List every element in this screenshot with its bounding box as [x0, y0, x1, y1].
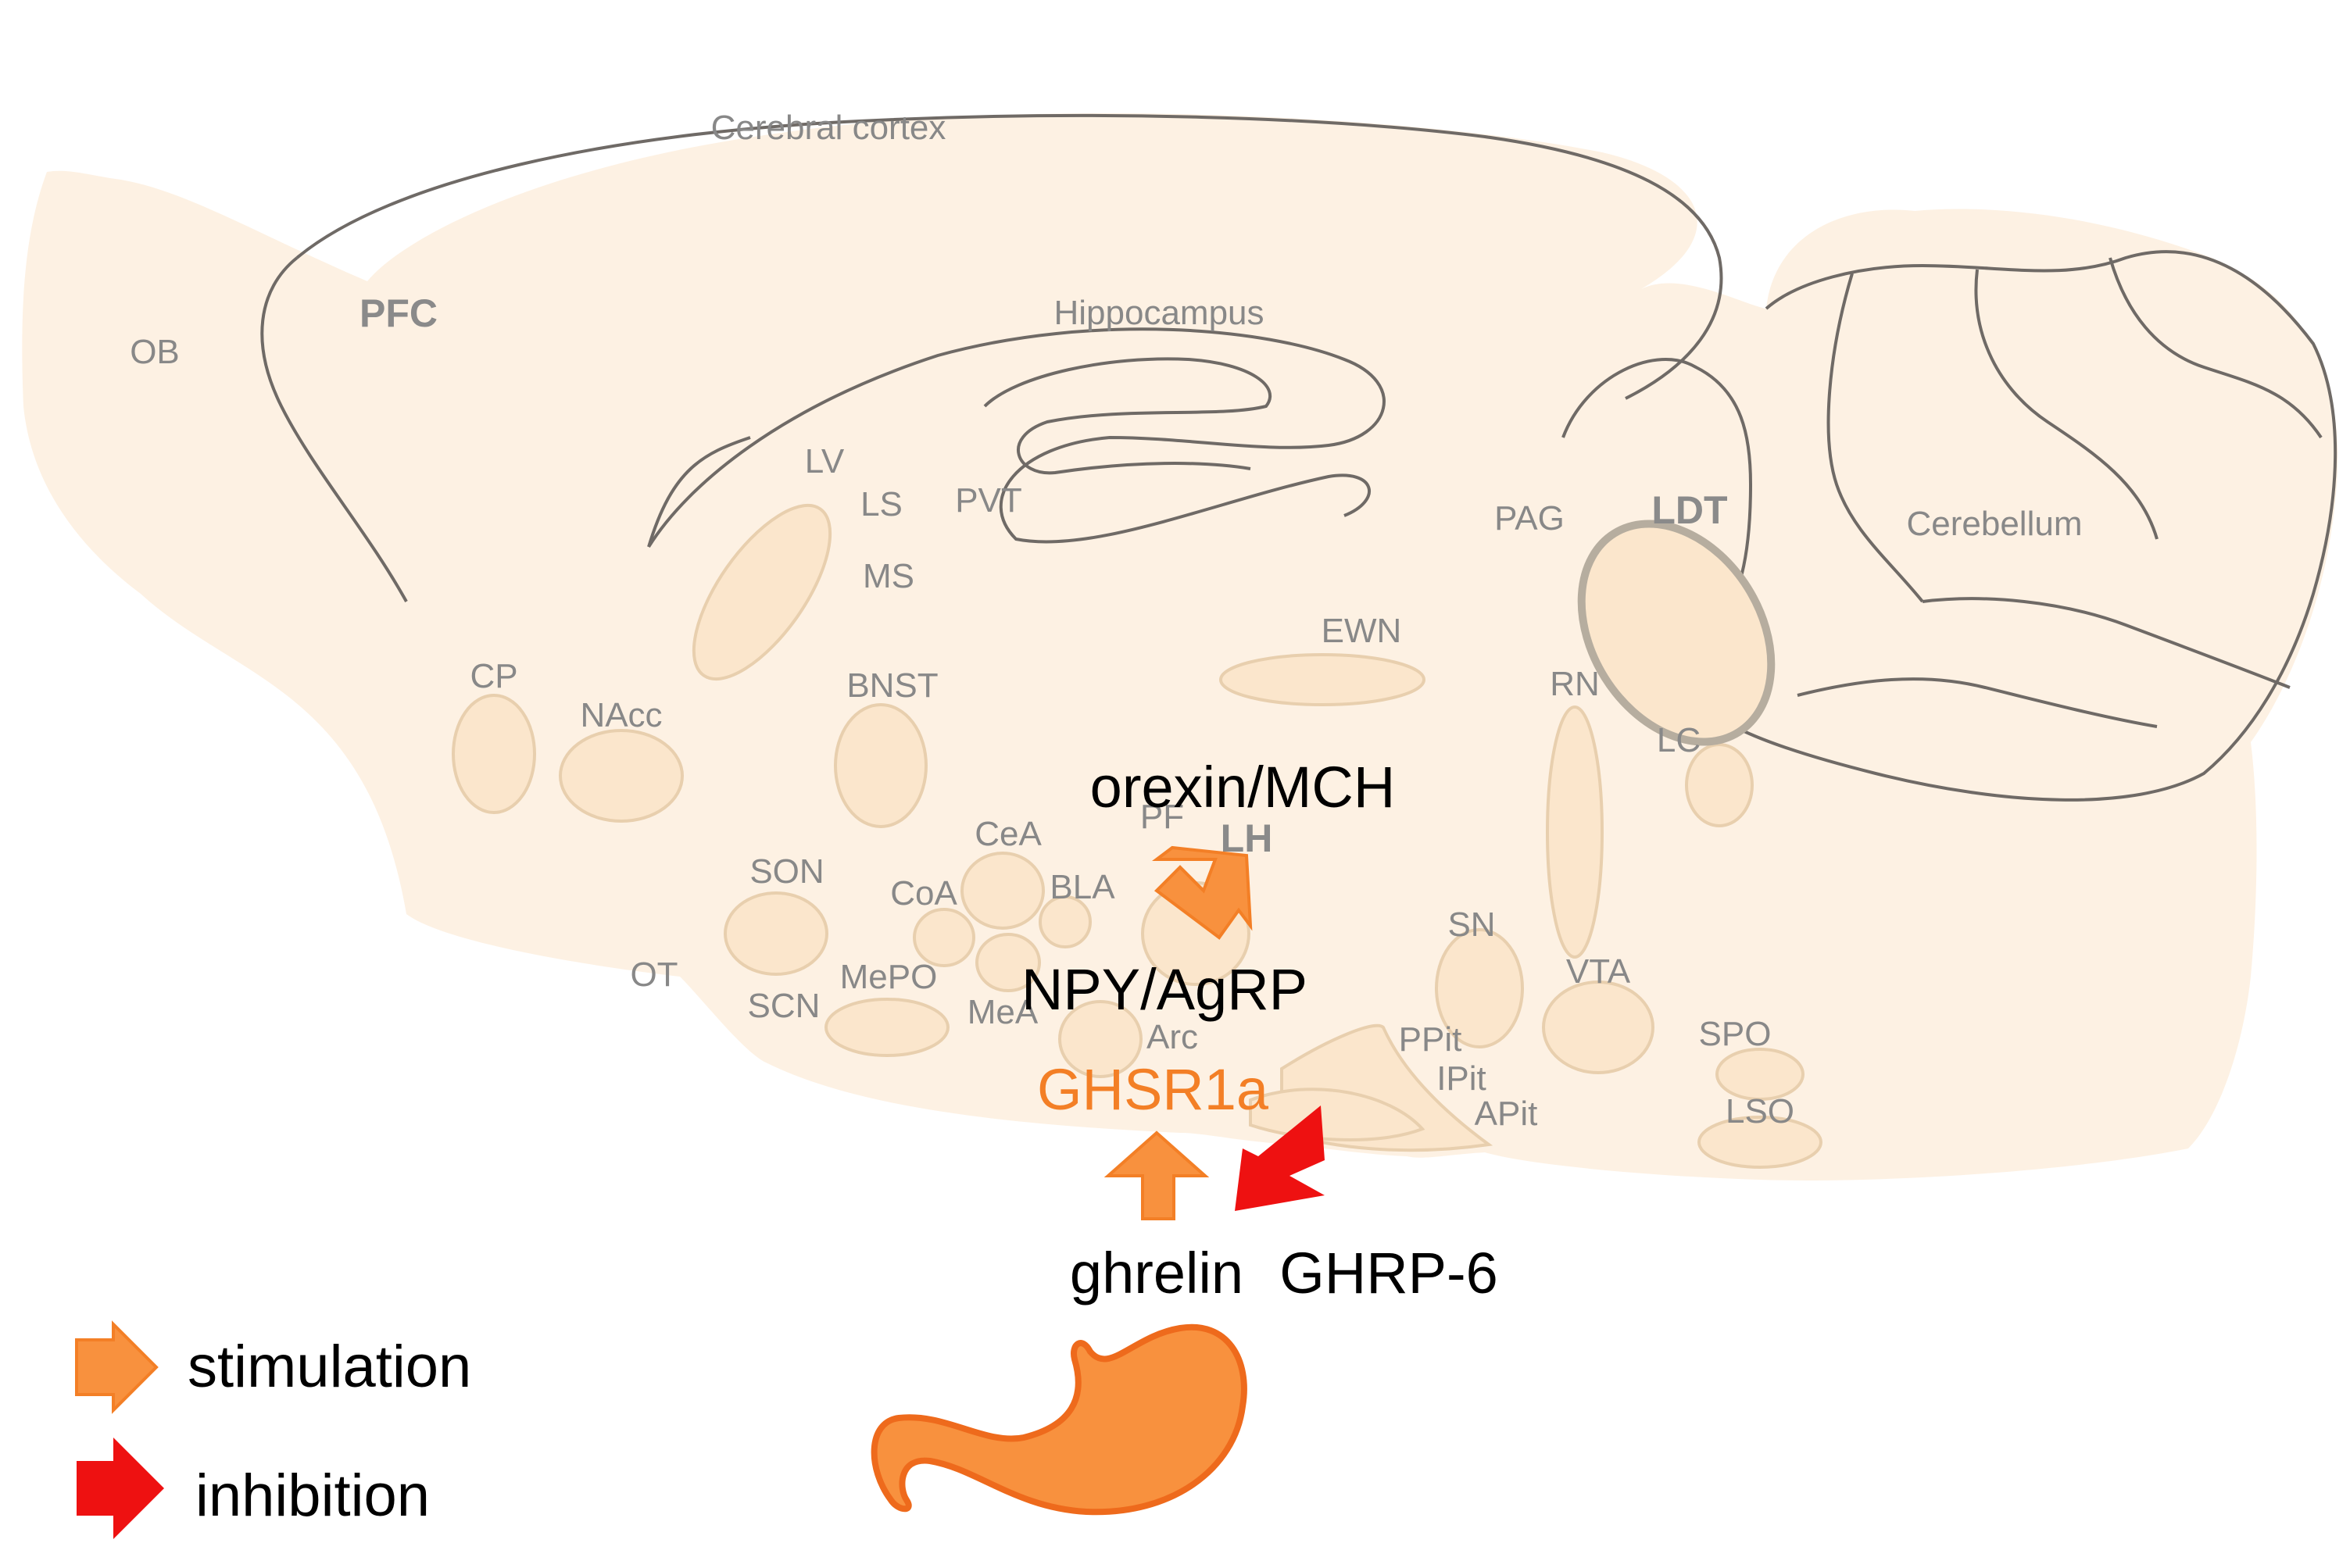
- nucleus-sn: [1435, 928, 1524, 1048]
- nucleus-arc: [1058, 1000, 1143, 1078]
- stomach-icon: [871, 1323, 1247, 1516]
- arrow-stimulation-ghrelin: [1103, 1130, 1210, 1220]
- label-cerebellum: Cerebellum: [1907, 505, 2083, 543]
- cerebellum-fold-4: [1922, 597, 2291, 689]
- legend: stimulation inhibition: [75, 1320, 471, 1539]
- label-lc: LC: [1657, 721, 1701, 759]
- label-apit: APit: [1475, 1095, 1538, 1133]
- arrow-inhibition-ghrp6: [1235, 1105, 1325, 1211]
- label-cea: CeA: [975, 815, 1042, 853]
- brain-outline: [22, 113, 2338, 1180]
- label-ppit: PPit: [1399, 1020, 1462, 1059]
- label-ipit: IPit: [1436, 1059, 1486, 1098]
- cerebellum-outline: [1702, 250, 2337, 802]
- legend-inhibition-label: inhibition: [195, 1463, 430, 1529]
- label-ob: OB: [130, 333, 180, 371]
- nucleus-lso: [1697, 1116, 1822, 1169]
- nucleus-vta: [1542, 980, 1654, 1074]
- legend-inhibition-icon: [77, 1438, 164, 1539]
- label-son: SON: [749, 852, 824, 891]
- label-pfc: PFC: [359, 291, 438, 335]
- cortex-outline: [295, 113, 1723, 400]
- ob-boundary: [260, 256, 408, 602]
- legend-stimulation-label: stimulation: [188, 1334, 471, 1400]
- label-rn: RN: [1550, 665, 1600, 703]
- label-vta: VTA: [1566, 952, 1631, 991]
- label-nacc: NAcc: [580, 696, 662, 734]
- label-ghsr1a: GHSR1a: [1037, 1057, 1269, 1122]
- callosum-outline: [647, 327, 1386, 548]
- nucleus-cea: [960, 852, 1045, 930]
- nucleus-son: [724, 891, 828, 976]
- label-ghrp6: GHRP-6: [1279, 1241, 1498, 1305]
- label-pag: PAG: [1494, 499, 1565, 538]
- nucleus-rn: [1546, 705, 1604, 959]
- hippocampus-curl: [983, 357, 1272, 475]
- label-hippocampus: Hippocampus: [1053, 294, 1264, 332]
- label-ldt: LDT: [1651, 488, 1727, 532]
- nucleus-cp: [452, 694, 536, 814]
- arrow-stimulation-npy-to-lh: [1152, 845, 1253, 940]
- cerebellum-fold-3: [2109, 257, 2323, 439]
- legend-stimulation-icon: [75, 1320, 159, 1414]
- label-npy-agrp: NPY/AgRP: [1021, 957, 1307, 1022]
- label-mepo: MePO: [840, 958, 938, 996]
- label-pf: PF: [1140, 798, 1184, 836]
- nucleus-mepo: [824, 998, 950, 1057]
- label-pvt: PVT: [955, 481, 1022, 520]
- label-ms: MS: [863, 557, 914, 595]
- label-cp: CP: [470, 657, 517, 695]
- nucleus-bnst: [834, 703, 928, 828]
- label-coa: CoA: [890, 874, 957, 913]
- label-bnst: BNST: [846, 666, 938, 705]
- label-lv: LV: [805, 442, 845, 480]
- nucleus-spo: [1715, 1048, 1805, 1101]
- nucleus-coa: [913, 908, 975, 967]
- label-scn: SCN: [748, 987, 821, 1025]
- cerebellum-fold-2: [1974, 269, 2159, 540]
- label-lso: LSO: [1726, 1092, 1794, 1130]
- nucleus-nacc: [559, 729, 684, 823]
- label-mea: MeA: [968, 993, 1039, 1031]
- label-sn: SN: [1447, 905, 1495, 944]
- cerebellum-fold-1: [1826, 273, 1924, 603]
- label-ghrelin: ghrelin: [1070, 1241, 1243, 1305]
- label-spo: SPO: [1699, 1015, 1772, 1053]
- label-ewn: EWN: [1322, 612, 1402, 650]
- label-bla: BLA: [1050, 868, 1115, 906]
- label-cerebral-cortex: Cerebral cortex: [711, 109, 946, 147]
- pituitary: [1249, 1023, 1493, 1152]
- nucleus-ewn: [1219, 653, 1425, 706]
- label-orexin-mch: orexin/MCH: [1090, 755, 1396, 820]
- label-ot: OT: [630, 955, 678, 994]
- nucleus-ldt: [1577, 520, 1776, 746]
- label-arc: Arc: [1146, 1018, 1198, 1056]
- nuclei: [452, 503, 1822, 1169]
- nucleus-bla: [1039, 895, 1092, 948]
- nucleus-mea: [975, 933, 1041, 992]
- label-ls: LS: [860, 485, 903, 523]
- nucleus-ls-ms: [692, 503, 832, 681]
- nucleus-lc: [1685, 743, 1754, 827]
- ventricle-outline: [647, 436, 751, 548]
- cerebellum-fold-5: [1797, 677, 2158, 728]
